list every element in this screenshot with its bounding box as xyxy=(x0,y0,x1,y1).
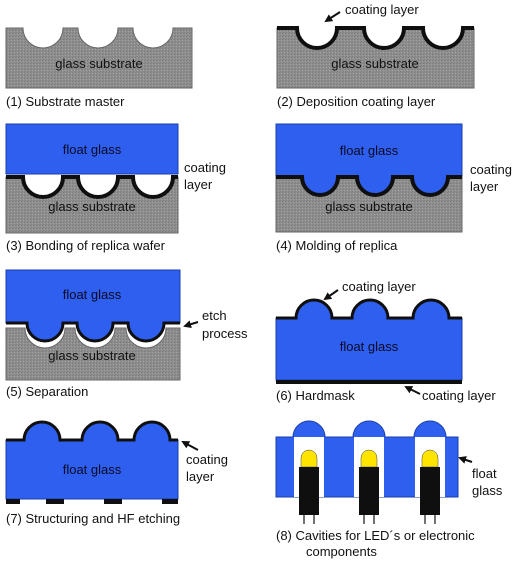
coating-note-line2: layer xyxy=(470,179,499,194)
float-glass-label: float glass xyxy=(340,143,399,158)
step-caption: (5) Separation xyxy=(6,384,88,399)
step-caption-line2: components xyxy=(306,544,377,559)
step-6: float glass coating layer (6) Hardmask c… xyxy=(275,279,496,403)
step-2: coating layer glass substrate (2) Deposi… xyxy=(276,2,475,109)
float-glass-block xyxy=(5,123,179,175)
float-glass-block xyxy=(5,421,179,500)
step-caption: (4) Molding of replica xyxy=(276,238,398,253)
hardmask-segment xyxy=(6,499,20,504)
step-8: float glass (8) Cavities for LED´s or el… xyxy=(275,420,503,559)
coating-note-line1: coating xyxy=(470,162,512,177)
step-caption: (1) Substrate master xyxy=(6,94,125,109)
coating-layer xyxy=(277,26,474,50)
step-caption-line1: (8) Cavities for LED´s or electronic xyxy=(276,528,475,543)
coating-layer xyxy=(6,175,178,199)
float-glass-label: float glass xyxy=(63,462,122,477)
led-component xyxy=(359,449,379,524)
etch-note-line2: process xyxy=(202,326,248,341)
substrate-label: glass substrate xyxy=(48,199,135,214)
arrow xyxy=(183,320,199,329)
coating-note: coating layer xyxy=(345,2,419,17)
coating-layer-bottom xyxy=(276,380,462,384)
glass-substrate-block xyxy=(5,27,193,89)
step-5: float glass glass substrate etch process… xyxy=(5,269,248,399)
coating-note-line2: layer xyxy=(186,469,215,484)
hardmask-segment xyxy=(46,499,64,504)
led-component xyxy=(299,449,319,524)
float-glass-label: float glass xyxy=(63,287,122,302)
arrow xyxy=(458,456,473,464)
step-4: float glass coating layer glass substrat… xyxy=(275,123,512,253)
float-glass-label: float glass xyxy=(63,142,122,157)
coating-note-line1: coating xyxy=(184,160,226,175)
coating-note-line1: coating xyxy=(186,452,228,467)
step-caption: (7) Structuring and HF etching xyxy=(6,511,180,526)
glass-substrate-block xyxy=(5,327,181,381)
coating-layer xyxy=(6,321,180,343)
step-caption: (3) Bonding of replica wafer xyxy=(6,238,166,253)
substrate-label: glass substrate xyxy=(55,56,142,71)
coating-note-line2: layer xyxy=(184,177,213,192)
step-1: glass substrate (1) Substrate master xyxy=(5,27,193,109)
substrate-label: glass substrate xyxy=(325,199,412,214)
substrate-label: glass substrate xyxy=(48,348,135,363)
arrow-bottom xyxy=(404,386,421,395)
substrate-label: glass substrate xyxy=(331,56,418,71)
etch-note-line1: etch xyxy=(202,308,227,323)
coating-note-bottom: coating layer xyxy=(422,388,496,403)
arrow xyxy=(324,11,341,23)
led-component xyxy=(420,449,440,524)
hardmask-segment xyxy=(104,499,122,504)
coating-layer-top xyxy=(276,298,462,320)
float-glass-label: float glass xyxy=(340,339,399,354)
float-glass-block xyxy=(5,269,181,342)
float-glass-note-line1: float xyxy=(472,466,497,481)
coating-layer-top xyxy=(6,420,178,442)
step-caption: (6) Hardmask xyxy=(276,388,355,403)
coating-note-top: coating layer xyxy=(342,279,416,294)
arrow-top xyxy=(323,289,339,301)
arrow xyxy=(181,441,199,451)
step-3: float glass coating layer glass substrat… xyxy=(5,123,226,253)
float-glass-note-line2: glass xyxy=(472,483,503,498)
coating-layer xyxy=(276,175,462,197)
hardmask-segment xyxy=(162,499,178,504)
step-caption: (2) Deposition coating layer xyxy=(277,94,436,109)
step-7: float glass coating layer (7) Structurin… xyxy=(5,420,228,526)
